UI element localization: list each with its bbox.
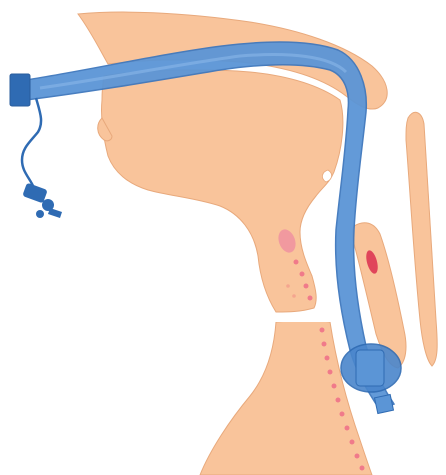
cartilage-dot (320, 328, 325, 333)
cartilage-dot (308, 296, 313, 301)
cartilage-dot (345, 426, 350, 431)
tube-tip (375, 395, 394, 414)
cartilage-dot (325, 356, 330, 361)
cartilage-dot (292, 294, 296, 298)
tube-connector-icon (10, 74, 30, 106)
cartilage-dot (286, 284, 290, 288)
inflated-cuff-icon (341, 344, 401, 392)
trachea-neck-tissue (200, 321, 372, 475)
cartilage-dot (340, 412, 345, 417)
airway-gap (268, 314, 334, 322)
cartilage-dot (355, 454, 360, 459)
cartilage-dot (350, 440, 355, 445)
pilot-balloon-icon (22, 183, 62, 218)
cartilage-dot (328, 370, 333, 375)
cartilage-dot (300, 272, 305, 277)
oral-cavity-tongue (101, 70, 342, 312)
cervical-spine (406, 112, 437, 366)
cartilage-dot (322, 342, 327, 347)
cartilage-dot (294, 260, 299, 265)
pilot-line (22, 98, 41, 188)
cartilage-dot (336, 398, 341, 403)
cartilage-dot (332, 384, 337, 389)
cartilage-dot (360, 466, 365, 471)
cartilage-dot (304, 284, 309, 289)
